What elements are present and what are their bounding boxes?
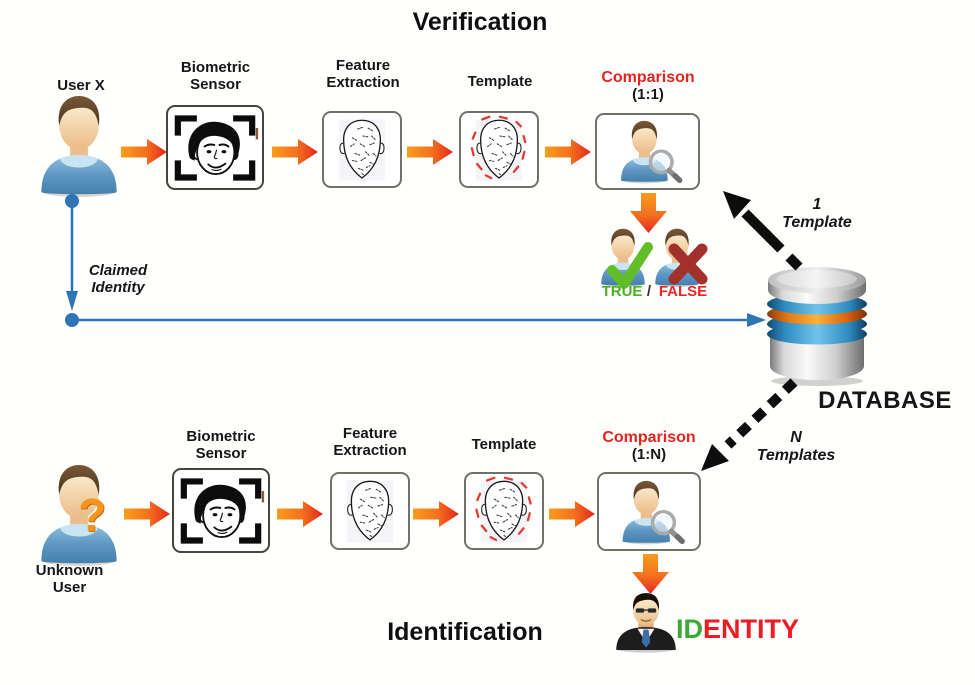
template-box-identification xyxy=(464,472,544,550)
flow-arrow xyxy=(277,501,323,527)
camera-frame-face-icon xyxy=(180,478,265,544)
template-face-icon xyxy=(465,115,533,185)
x-icon xyxy=(668,243,708,285)
flow-arrow xyxy=(545,139,591,165)
one-template-label: 1 Template xyxy=(782,196,852,231)
feature-extraction-box-verification xyxy=(322,111,402,188)
comparison-label-verification: Comparison (1:1) xyxy=(601,69,695,103)
identified-man-icon xyxy=(612,591,680,653)
question-mark-icon: ? xyxy=(78,489,107,541)
camera-frame-face-icon xyxy=(174,115,259,181)
flow-arrow xyxy=(549,501,595,527)
false-label: FALSE xyxy=(658,283,708,300)
feature-extraction-label-identification: Feature Extraction xyxy=(333,425,407,459)
database-icon xyxy=(762,264,873,387)
template-label-identification: Template xyxy=(471,436,537,453)
feature-extraction-label-verification: Feature Extraction xyxy=(326,57,400,91)
verification-title: Verification xyxy=(412,8,548,36)
wireframe-face-icon xyxy=(336,476,404,547)
identity-label: IDENTITY xyxy=(676,614,800,644)
wireframe-face-icon xyxy=(328,115,396,185)
comparison-box-verification xyxy=(595,113,700,190)
user-x-avatar xyxy=(34,93,124,197)
true-label: TRUE xyxy=(601,283,643,300)
comparison-box-identification xyxy=(597,472,701,551)
sensor-label-verification: Biometric Sensor xyxy=(180,59,251,93)
template-label-verification: Template xyxy=(467,73,533,90)
flow-arrow xyxy=(407,139,453,165)
unknown-user-label: Unknown User xyxy=(35,562,104,596)
claimed-identity-label: Claimed Identity xyxy=(88,262,148,296)
biometric-sensor-box-verification xyxy=(166,105,264,190)
template-face-icon xyxy=(470,476,538,547)
down-arrow xyxy=(632,554,669,594)
check-icon xyxy=(607,242,653,289)
flow-arrow xyxy=(413,501,459,527)
flow-arrow xyxy=(124,501,170,527)
flow-arrow xyxy=(121,139,167,165)
sensor-label-identification: Biometric Sensor xyxy=(186,428,256,462)
user-x-label: User X xyxy=(57,77,105,94)
template-box-verification xyxy=(459,111,539,188)
biometric-sensor-box-identification xyxy=(172,468,270,553)
person-search-icon xyxy=(610,479,692,546)
comparison-label-identification: Comparison (1:N) xyxy=(602,429,696,463)
n-templates-label: N Templates xyxy=(756,429,836,464)
result-separator: / xyxy=(646,283,652,300)
flow-arrow xyxy=(272,139,318,165)
identification-title: Identification xyxy=(387,618,543,646)
database-label: DATABASE xyxy=(818,387,952,414)
feature-extraction-box-identification xyxy=(330,472,410,550)
person-search-icon xyxy=(608,119,690,185)
